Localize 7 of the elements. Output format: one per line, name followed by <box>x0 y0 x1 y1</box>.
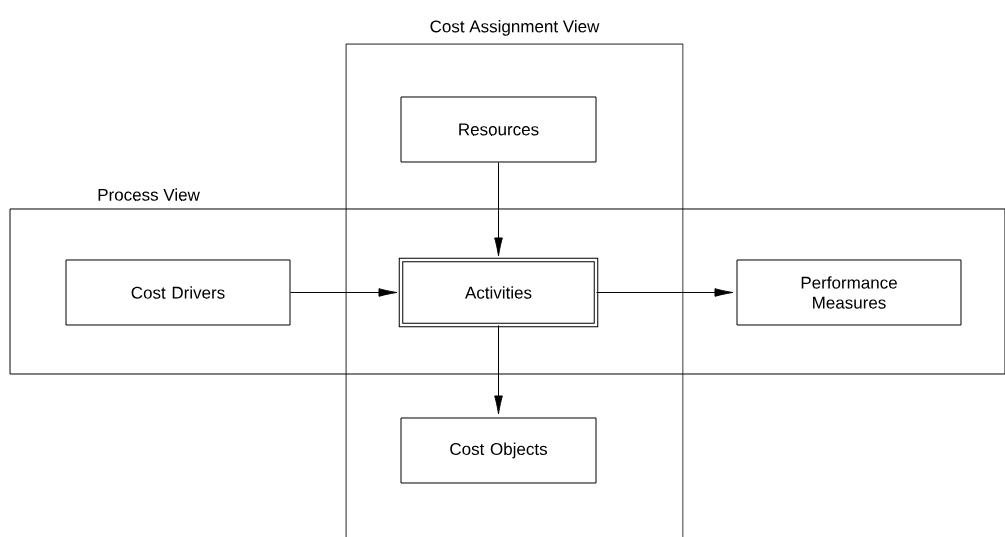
arrow <box>290 288 398 297</box>
arrow <box>596 288 734 297</box>
process-box: Cost Drivers <box>65 259 291 326</box>
process-box: Performance Measures <box>736 259 962 326</box>
double-box: Activities <box>398 257 599 328</box>
process-box: Resources <box>400 96 597 163</box>
process-box: Cost Objects <box>400 417 597 484</box>
